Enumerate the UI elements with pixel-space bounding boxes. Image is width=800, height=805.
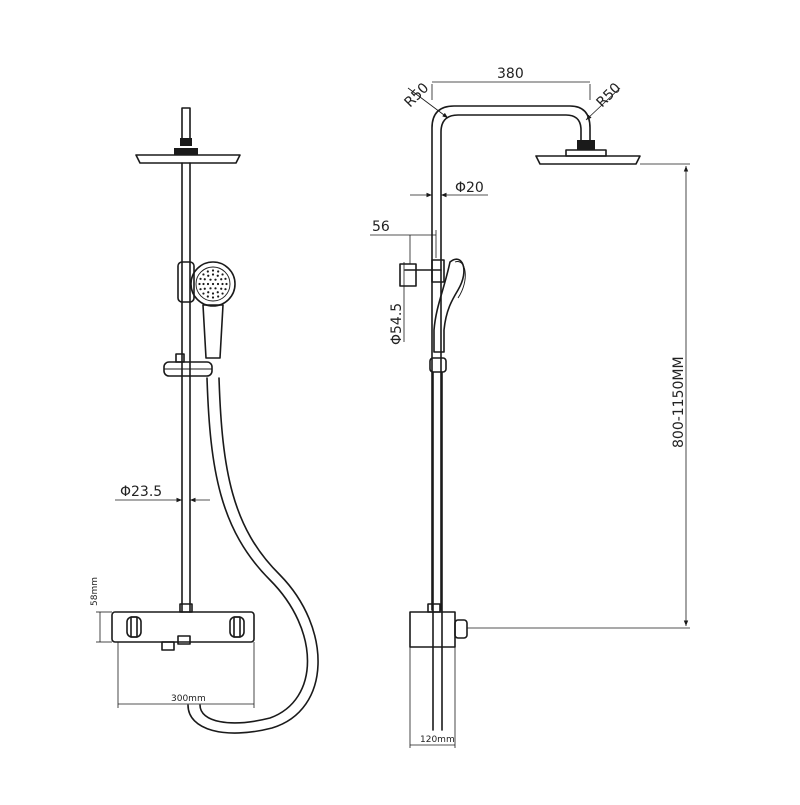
spray-nozzle-dot bbox=[207, 291, 210, 294]
side-slider bbox=[429, 357, 447, 373]
spray-nozzle-dot bbox=[214, 287, 217, 290]
dim-height-range: 800-1150MM bbox=[467, 163, 690, 629]
spray-nozzle-dot bbox=[211, 269, 215, 272]
dim-pipe-side: Φ20 bbox=[410, 180, 488, 198]
spray-nozzle-dot bbox=[206, 270, 209, 273]
spray-nozzle-dot bbox=[211, 296, 215, 299]
offset-label: 56 bbox=[372, 219, 390, 235]
hand-shower-head bbox=[190, 261, 236, 307]
spray-nozzle-dot bbox=[211, 292, 215, 295]
dim-valve-height: 58mm bbox=[90, 577, 112, 643]
valve-height-label: 58mm bbox=[90, 577, 100, 606]
spray-nozzle-dot bbox=[220, 287, 223, 290]
front-slider bbox=[163, 353, 213, 377]
spray-nozzle-dot bbox=[225, 282, 228, 286]
spray-nozzle-dot bbox=[217, 270, 220, 273]
top-width-label: 380 bbox=[497, 66, 524, 82]
spray-nozzle-dot bbox=[198, 282, 201, 286]
holder-diameter-label: Φ54.5 bbox=[389, 303, 405, 345]
hand-shower-hose bbox=[187, 377, 319, 734]
pipe-diameter-side-label: Φ20 bbox=[455, 180, 484, 196]
spray-nozzle-dot bbox=[206, 282, 210, 286]
front-main-pipe bbox=[181, 162, 191, 613]
spray-nozzle-dot bbox=[209, 287, 212, 290]
front-view: Φ23.5 58mm 300mm bbox=[90, 107, 319, 734]
side-shower-head bbox=[535, 140, 641, 165]
hand-shower-handle bbox=[202, 304, 224, 359]
spray-nozzle-dot bbox=[203, 278, 206, 281]
spray-nozzle-dot bbox=[217, 295, 220, 298]
side-depth-label: 120mm bbox=[420, 735, 455, 745]
spray-nozzle-dot bbox=[221, 282, 224, 286]
spray-nozzle-dot bbox=[216, 282, 220, 286]
spray-nozzle-dot bbox=[199, 277, 202, 280]
spray-nozzle-dot bbox=[202, 273, 205, 276]
spray-nozzle-dot bbox=[203, 287, 206, 290]
spray-nozzle-dot bbox=[202, 292, 205, 295]
spray-nozzle-dot bbox=[220, 278, 223, 281]
hand-shower-holder bbox=[177, 261, 195, 303]
top-connector bbox=[180, 107, 192, 146]
spray-nozzle-dot bbox=[214, 278, 217, 281]
spray-nozzle-dot bbox=[206, 295, 209, 298]
radius-left-label: R50 bbox=[402, 80, 433, 111]
spray-nozzle-dot bbox=[199, 288, 202, 291]
side-view: 380 R50 R50 Φ20 56 Φ54.5 bbox=[370, 66, 690, 748]
dim-holder-diameter: Φ54.5 bbox=[389, 262, 405, 345]
spray-nozzle-dot bbox=[224, 288, 227, 291]
side-hose bbox=[432, 371, 443, 731]
spray-nozzle-dot bbox=[211, 282, 215, 286]
dim-valve-width: 300mm bbox=[117, 642, 255, 708]
spray-nozzle-dot bbox=[221, 292, 224, 295]
spray-nozzle-dot bbox=[209, 278, 212, 281]
height-range-label: 800-1150MM bbox=[671, 356, 687, 448]
dim-pipe-front: Φ23.5 bbox=[115, 484, 210, 503]
dim-radius-left: R50 bbox=[402, 80, 449, 119]
spray-nozzle-dot bbox=[211, 273, 215, 276]
dim-side-depth: 120mm bbox=[409, 647, 456, 748]
dim-radius-right: R50 bbox=[585, 80, 625, 121]
spray-nozzle-dot bbox=[216, 274, 219, 277]
spray-nozzle-dot bbox=[224, 277, 227, 280]
spray-nozzle-dot bbox=[221, 273, 224, 276]
front-valve-body bbox=[111, 603, 255, 651]
radius-right-label: R50 bbox=[594, 80, 625, 111]
pipe-diameter-front-label: Φ23.5 bbox=[120, 484, 162, 500]
dim-offset: 56 bbox=[370, 219, 437, 264]
spray-nozzle-dot bbox=[216, 291, 219, 294]
side-hand-shower bbox=[399, 258, 466, 353]
valve-width-label: 300mm bbox=[171, 694, 206, 704]
side-valve-body bbox=[409, 603, 468, 648]
front-shower-head bbox=[135, 148, 241, 164]
spray-nozzle-dot bbox=[207, 274, 210, 277]
spray-nozzle-dot bbox=[202, 282, 205, 286]
dim-top-width: 380 bbox=[431, 66, 591, 100]
